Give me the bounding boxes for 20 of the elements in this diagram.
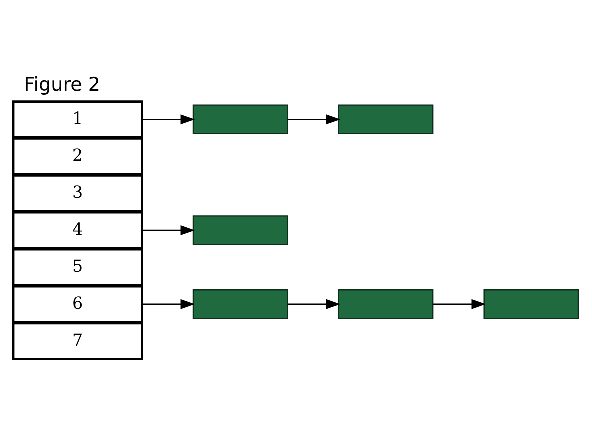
arrow bbox=[142, 114, 196, 125]
node-box: 3 bbox=[12, 174, 144, 213]
arrow bbox=[433, 299, 486, 310]
node-box: 4 bbox=[12, 211, 144, 250]
node-box: 6 bbox=[12, 285, 144, 324]
node-box bbox=[338, 290, 434, 320]
node-box bbox=[484, 290, 580, 320]
arrow bbox=[142, 299, 196, 310]
diagram-title: Figure 2 bbox=[24, 74, 101, 96]
node-box bbox=[192, 216, 288, 246]
node-box: 5 bbox=[12, 248, 144, 287]
node-box: 1 bbox=[12, 100, 144, 139]
node-box: 7 bbox=[12, 322, 144, 360]
node-box bbox=[192, 104, 288, 135]
node-box bbox=[338, 104, 434, 135]
arrow bbox=[142, 225, 196, 236]
arrow bbox=[288, 299, 341, 310]
node-box bbox=[192, 290, 288, 320]
node-box: 2 bbox=[12, 138, 144, 176]
arrow bbox=[288, 114, 341, 125]
